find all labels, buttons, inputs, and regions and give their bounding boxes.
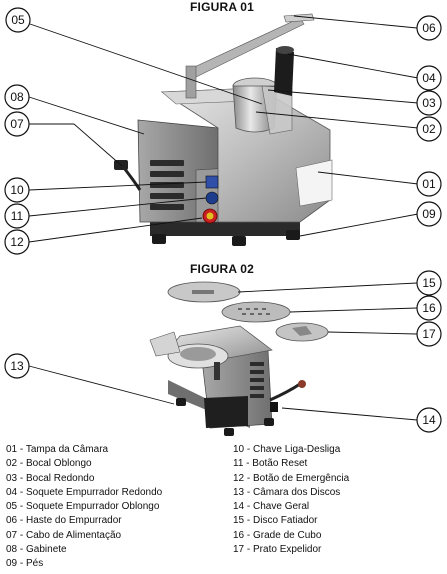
legend-item: 02 - Bocal Oblongo — [6, 458, 92, 470]
legend-item: 07 - Cabo de Alimentação — [6, 529, 122, 541]
vent-slots — [150, 160, 184, 210]
figure-2-title: FIGURA 02 — [190, 262, 255, 276]
legend-item: 01 - Tampa da Câmara — [6, 444, 109, 455]
svg-text:01: 01 — [422, 177, 436, 191]
legend-item: 05 - Soquete Empurrador Oblongo — [6, 501, 160, 513]
machine-figure-1 — [114, 13, 333, 246]
figure-1-callouts — [28, 15, 419, 243]
legend-item: 04 - Soquete Empurrador Redondo — [6, 486, 163, 498]
reset-button-icon — [205, 191, 219, 205]
svg-text:12: 12 — [10, 235, 24, 249]
callout-02: 02 — [416, 116, 442, 142]
svg-text:11: 11 — [11, 209, 24, 223]
callout-01: 01 — [416, 171, 442, 197]
callout-17: 17 — [416, 321, 442, 347]
svg-text:06: 06 — [422, 21, 436, 35]
legend-right-column: 10 - Chave Liga-Desliga 11 - Botão Reset… — [233, 443, 349, 557]
svg-text:09: 09 — [422, 207, 436, 221]
cube-grid-icon — [221, 301, 291, 323]
callout-10: 10 — [4, 177, 30, 203]
callout-15: 15 — [416, 270, 442, 296]
legend-item: 17 - Prato Expelidor — [233, 544, 322, 556]
callout-16: 16 — [416, 295, 442, 321]
legend-item: 14 - Chave Geral — [233, 501, 310, 513]
svg-text:14: 14 — [422, 413, 436, 427]
svg-text:17: 17 — [422, 327, 436, 341]
legend-item: 06 - Haste do Empurrador — [6, 515, 122, 527]
callout-13: 13 — [4, 353, 30, 379]
svg-text:04: 04 — [422, 71, 436, 85]
callout-05: 05 — [5, 7, 31, 33]
legend-left-column: 01 - Tampa da Câmara 02 - Bocal Oblongo … — [6, 443, 162, 572]
legend-item: 13 - Câmara dos Discos — [233, 486, 341, 498]
on-off-switch-icon — [205, 175, 219, 189]
callout-06: 06 — [416, 15, 442, 41]
svg-text:03: 03 — [422, 96, 436, 110]
legend-item: 12 - Botão de Emergência — [233, 472, 350, 484]
legend-item: 10 - Chave Liga-Desliga — [233, 444, 341, 455]
callout-09: 09 — [416, 201, 442, 227]
svg-text:15: 15 — [422, 276, 436, 290]
main-switch-icon — [270, 402, 278, 412]
figure-1-title: FIGURA 01 — [190, 0, 255, 14]
callout-11: 11 — [4, 203, 30, 229]
legend-item: 16 - Grade de Cubo — [233, 529, 322, 541]
legend-item: 15 - Disco Fatiador — [233, 515, 318, 527]
figure-2-callouts — [28, 282, 418, 421]
callout-03: 03 — [416, 90, 442, 116]
callout-14: 14 — [416, 407, 442, 433]
figure-1-callout-circles: 05 06 04 03 02 01 08 07 10 11 12 09 — [4, 7, 442, 255]
legend-item: 09 - Pés — [6, 558, 44, 570]
svg-text:10: 10 — [10, 183, 24, 197]
legend-item: 08 - Gabinete — [6, 544, 67, 556]
callout-12: 12 — [4, 229, 30, 255]
figure-2-callout-circles: 15 16 17 13 14 — [4, 270, 442, 433]
callout-07: 07 — [4, 111, 30, 137]
machine-figure-2 — [149, 281, 329, 436]
svg-text:05: 05 — [11, 13, 25, 27]
callout-04: 04 — [416, 65, 442, 91]
svg-text:13: 13 — [10, 359, 24, 373]
svg-text:16: 16 — [422, 301, 436, 315]
svg-text:02: 02 — [422, 122, 436, 136]
svg-text:07: 07 — [10, 117, 24, 131]
svg-text:08: 08 — [10, 90, 24, 104]
legend-item: 11 - Botão Reset — [233, 458, 308, 470]
callout-08: 08 — [4, 84, 30, 110]
legend-item: 03 - Bocal Redondo — [6, 472, 95, 484]
